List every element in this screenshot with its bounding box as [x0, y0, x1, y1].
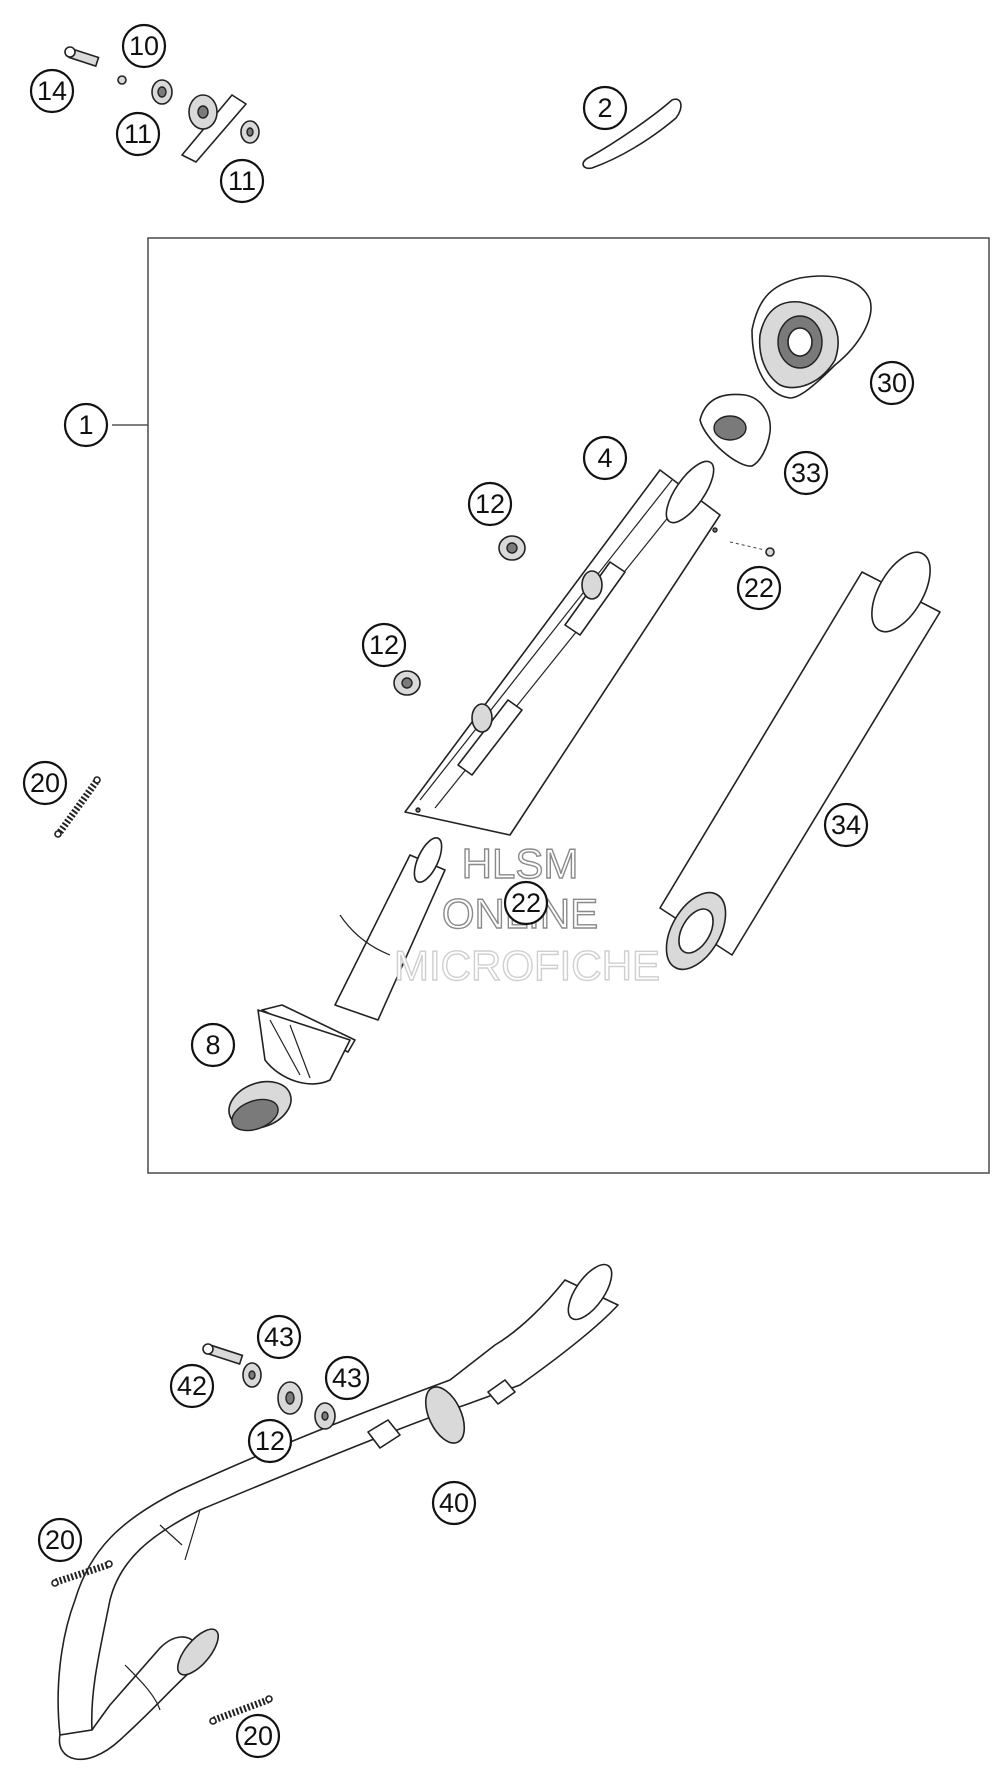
callout-20b: 20 — [37, 1517, 83, 1563]
svg-text:12: 12 — [255, 1426, 285, 1456]
callout-1: 1 — [63, 402, 109, 448]
callout-10: 10 — [121, 23, 167, 69]
header-pipe-40 — [57, 1263, 619, 1761]
spring-20b — [51, 1560, 113, 1587]
end-cap-insert-33 — [699, 393, 771, 467]
callout-43b: 43 — [324, 1355, 370, 1401]
svg-text:10: 10 — [129, 31, 159, 61]
callout-12c: 12 — [247, 1418, 293, 1464]
callout-12a: 12 — [467, 481, 513, 527]
assembly-box — [147, 237, 990, 1174]
silencer-inner-4 — [404, 460, 721, 836]
callout-30: 30 — [869, 360, 915, 406]
svg-text:14: 14 — [37, 76, 67, 106]
end-cap-30 — [751, 275, 872, 399]
grommet-12c — [277, 1381, 303, 1415]
svg-text:22: 22 — [744, 573, 774, 603]
callout-20c: 20 — [235, 1713, 281, 1759]
watermark-line-1: HLSM — [462, 840, 579, 887]
svg-text:8: 8 — [205, 1030, 220, 1060]
svg-text:11: 11 — [228, 166, 256, 196]
bolt-14 — [64, 46, 100, 68]
bolt-42 — [202, 1343, 244, 1366]
washer-10 — [117, 75, 127, 85]
callout-12b: 12 — [361, 622, 407, 668]
svg-text:22: 22 — [511, 888, 541, 918]
callout-20a: 20 — [22, 760, 68, 806]
silencer-sleeve-34 — [659, 551, 941, 971]
callout-22b: 22 — [503, 880, 549, 926]
callout-22a: 22 — [736, 565, 782, 611]
grommet-12a — [498, 535, 526, 561]
svg-text:4: 4 — [597, 443, 612, 473]
washer-11b — [240, 120, 260, 144]
svg-text:12: 12 — [475, 489, 505, 519]
silencer-inlet-8 — [228, 837, 446, 1132]
watermark-line-3: MICROFICHE — [394, 942, 660, 989]
svg-text:43: 43 — [332, 1363, 362, 1393]
svg-text:30: 30 — [877, 368, 907, 398]
callout-14a: 14 — [29, 68, 75, 114]
callout-34: 34 — [823, 802, 869, 848]
svg-text:2: 2 — [597, 93, 612, 123]
svg-text:12: 12 — [369, 630, 399, 660]
screw-22a — [729, 541, 775, 557]
svg-text:42: 42 — [177, 1371, 207, 1401]
heat-shield-2 — [582, 98, 682, 170]
callout-40: 40 — [431, 1480, 477, 1526]
svg-text:1: 1 — [78, 410, 93, 440]
washer-43b — [314, 1402, 336, 1430]
bracket-with-bushing — [181, 94, 247, 163]
callout-8: 8 — [190, 1022, 236, 1068]
svg-text:11: 11 — [124, 119, 152, 149]
callout-42: 42 — [169, 1363, 215, 1409]
bushing-11a — [151, 79, 173, 105]
svg-text:33: 33 — [791, 458, 821, 488]
callout-2: 2 — [582, 85, 628, 131]
spring-20a — [54, 776, 101, 838]
svg-text:20: 20 — [30, 768, 60, 798]
callout-43a: 43 — [256, 1314, 302, 1360]
spring-20c — [209, 1695, 273, 1725]
callout-11a: 11 — [115, 111, 161, 157]
svg-text:34: 34 — [831, 810, 861, 840]
washer-43a — [242, 1362, 262, 1388]
grommet-12b — [393, 670, 421, 696]
svg-text:43: 43 — [264, 1322, 294, 1352]
svg-text:40: 40 — [439, 1488, 469, 1518]
svg-text:20: 20 — [45, 1525, 75, 1555]
svg-text:20: 20 — [243, 1721, 273, 1751]
callout-11b: 11 — [219, 158, 265, 204]
callout-33: 33 — [783, 450, 829, 496]
callout-4: 4 — [582, 435, 628, 481]
